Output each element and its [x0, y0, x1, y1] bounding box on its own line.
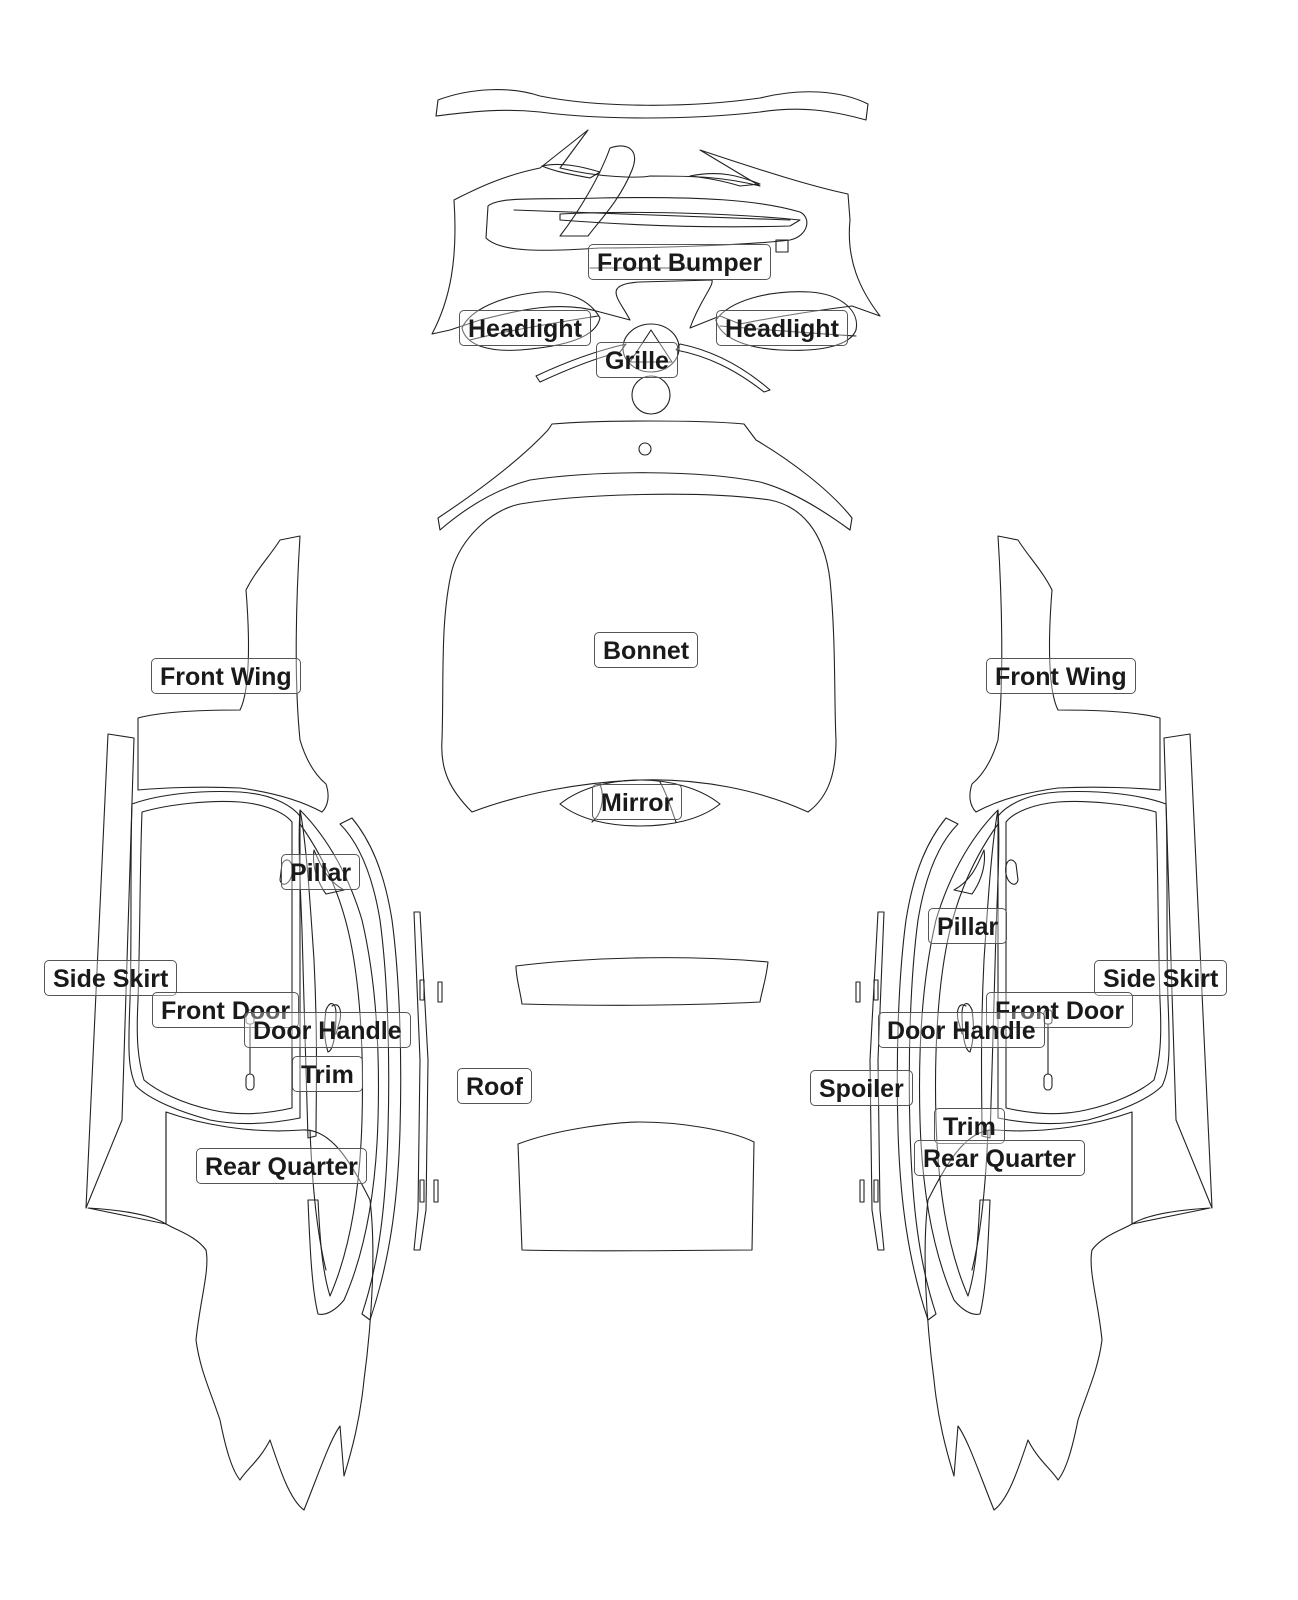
label-headlight-left[interactable]: Headlight: [459, 310, 591, 346]
grille-outline: [535, 323, 771, 415]
label-grille[interactable]: Grille: [596, 342, 678, 378]
left-door-handle-outline: [324, 1003, 342, 1053]
windscreen-panel-outline: [437, 420, 853, 531]
label-right-pillar[interactable]: Pillar: [928, 908, 1008, 944]
label-left-front-wing[interactable]: Front Wing: [151, 658, 301, 694]
label-left-rear-quarter[interactable]: Rear Quarter: [196, 1148, 367, 1184]
label-left-door-handle[interactable]: Door Handle: [244, 1012, 411, 1048]
label-mirror[interactable]: Mirror: [592, 784, 683, 820]
right-window-seal-outline: [896, 809, 999, 1321]
label-right-trim[interactable]: Trim: [934, 1108, 1005, 1144]
right-trim-strip-outline: [855, 911, 885, 1251]
left-front-wing-outline: [137, 535, 329, 813]
headlight-left-outline: [461, 291, 601, 351]
left-trim-strip-outline: [413, 911, 443, 1251]
left-rear-quarter-outline: [87, 1111, 374, 1511]
bonnet-outline: [441, 493, 837, 813]
label-left-front-door[interactable]: Front Door: [152, 992, 300, 1028]
label-left-pillar[interactable]: Pillar: [281, 854, 361, 890]
left-window-seal-outline: [299, 809, 402, 1321]
label-front-bumper[interactable]: Front Bumper: [588, 244, 772, 280]
left-side-skirt-outline: [85, 733, 135, 1209]
label-right-front-wing[interactable]: Front Wing: [986, 658, 1136, 694]
label-right-door-handle[interactable]: Door Handle: [878, 1012, 1045, 1048]
label-bonnet[interactable]: Bonnet: [594, 632, 699, 668]
front-lip-outline: [435, 89, 869, 121]
right-front-wing-outline: [969, 535, 1161, 813]
label-right-front-door[interactable]: Front Door: [986, 992, 1134, 1028]
right-door-handle-outline: [956, 1003, 974, 1053]
label-roof[interactable]: Roof: [457, 1068, 532, 1104]
right-pillar-outline: [953, 809, 1019, 1139]
label-spoiler[interactable]: Spoiler: [810, 1070, 913, 1106]
label-headlight-right[interactable]: Headlight: [716, 310, 848, 346]
label-left-side-skirt[interactable]: Side Skirt: [44, 960, 178, 996]
label-right-rear-quarter[interactable]: Rear Quarter: [914, 1140, 1085, 1176]
right-front-door-outline: [997, 790, 1170, 1125]
label-left-trim[interactable]: Trim: [292, 1056, 363, 1092]
label-right-side-skirt[interactable]: Side Skirt: [1094, 960, 1228, 996]
roof-front-panel-outline: [515, 957, 769, 1006]
roof-rear-panel-outline: [517, 1121, 755, 1252]
left-front-door-outline: [128, 790, 301, 1125]
right-side-skirt-outline: [1163, 733, 1213, 1209]
right-rear-quarter-outline: [924, 1111, 1211, 1511]
headlight-right-outline: [715, 291, 858, 351]
front-bumper-outline: [431, 129, 881, 335]
